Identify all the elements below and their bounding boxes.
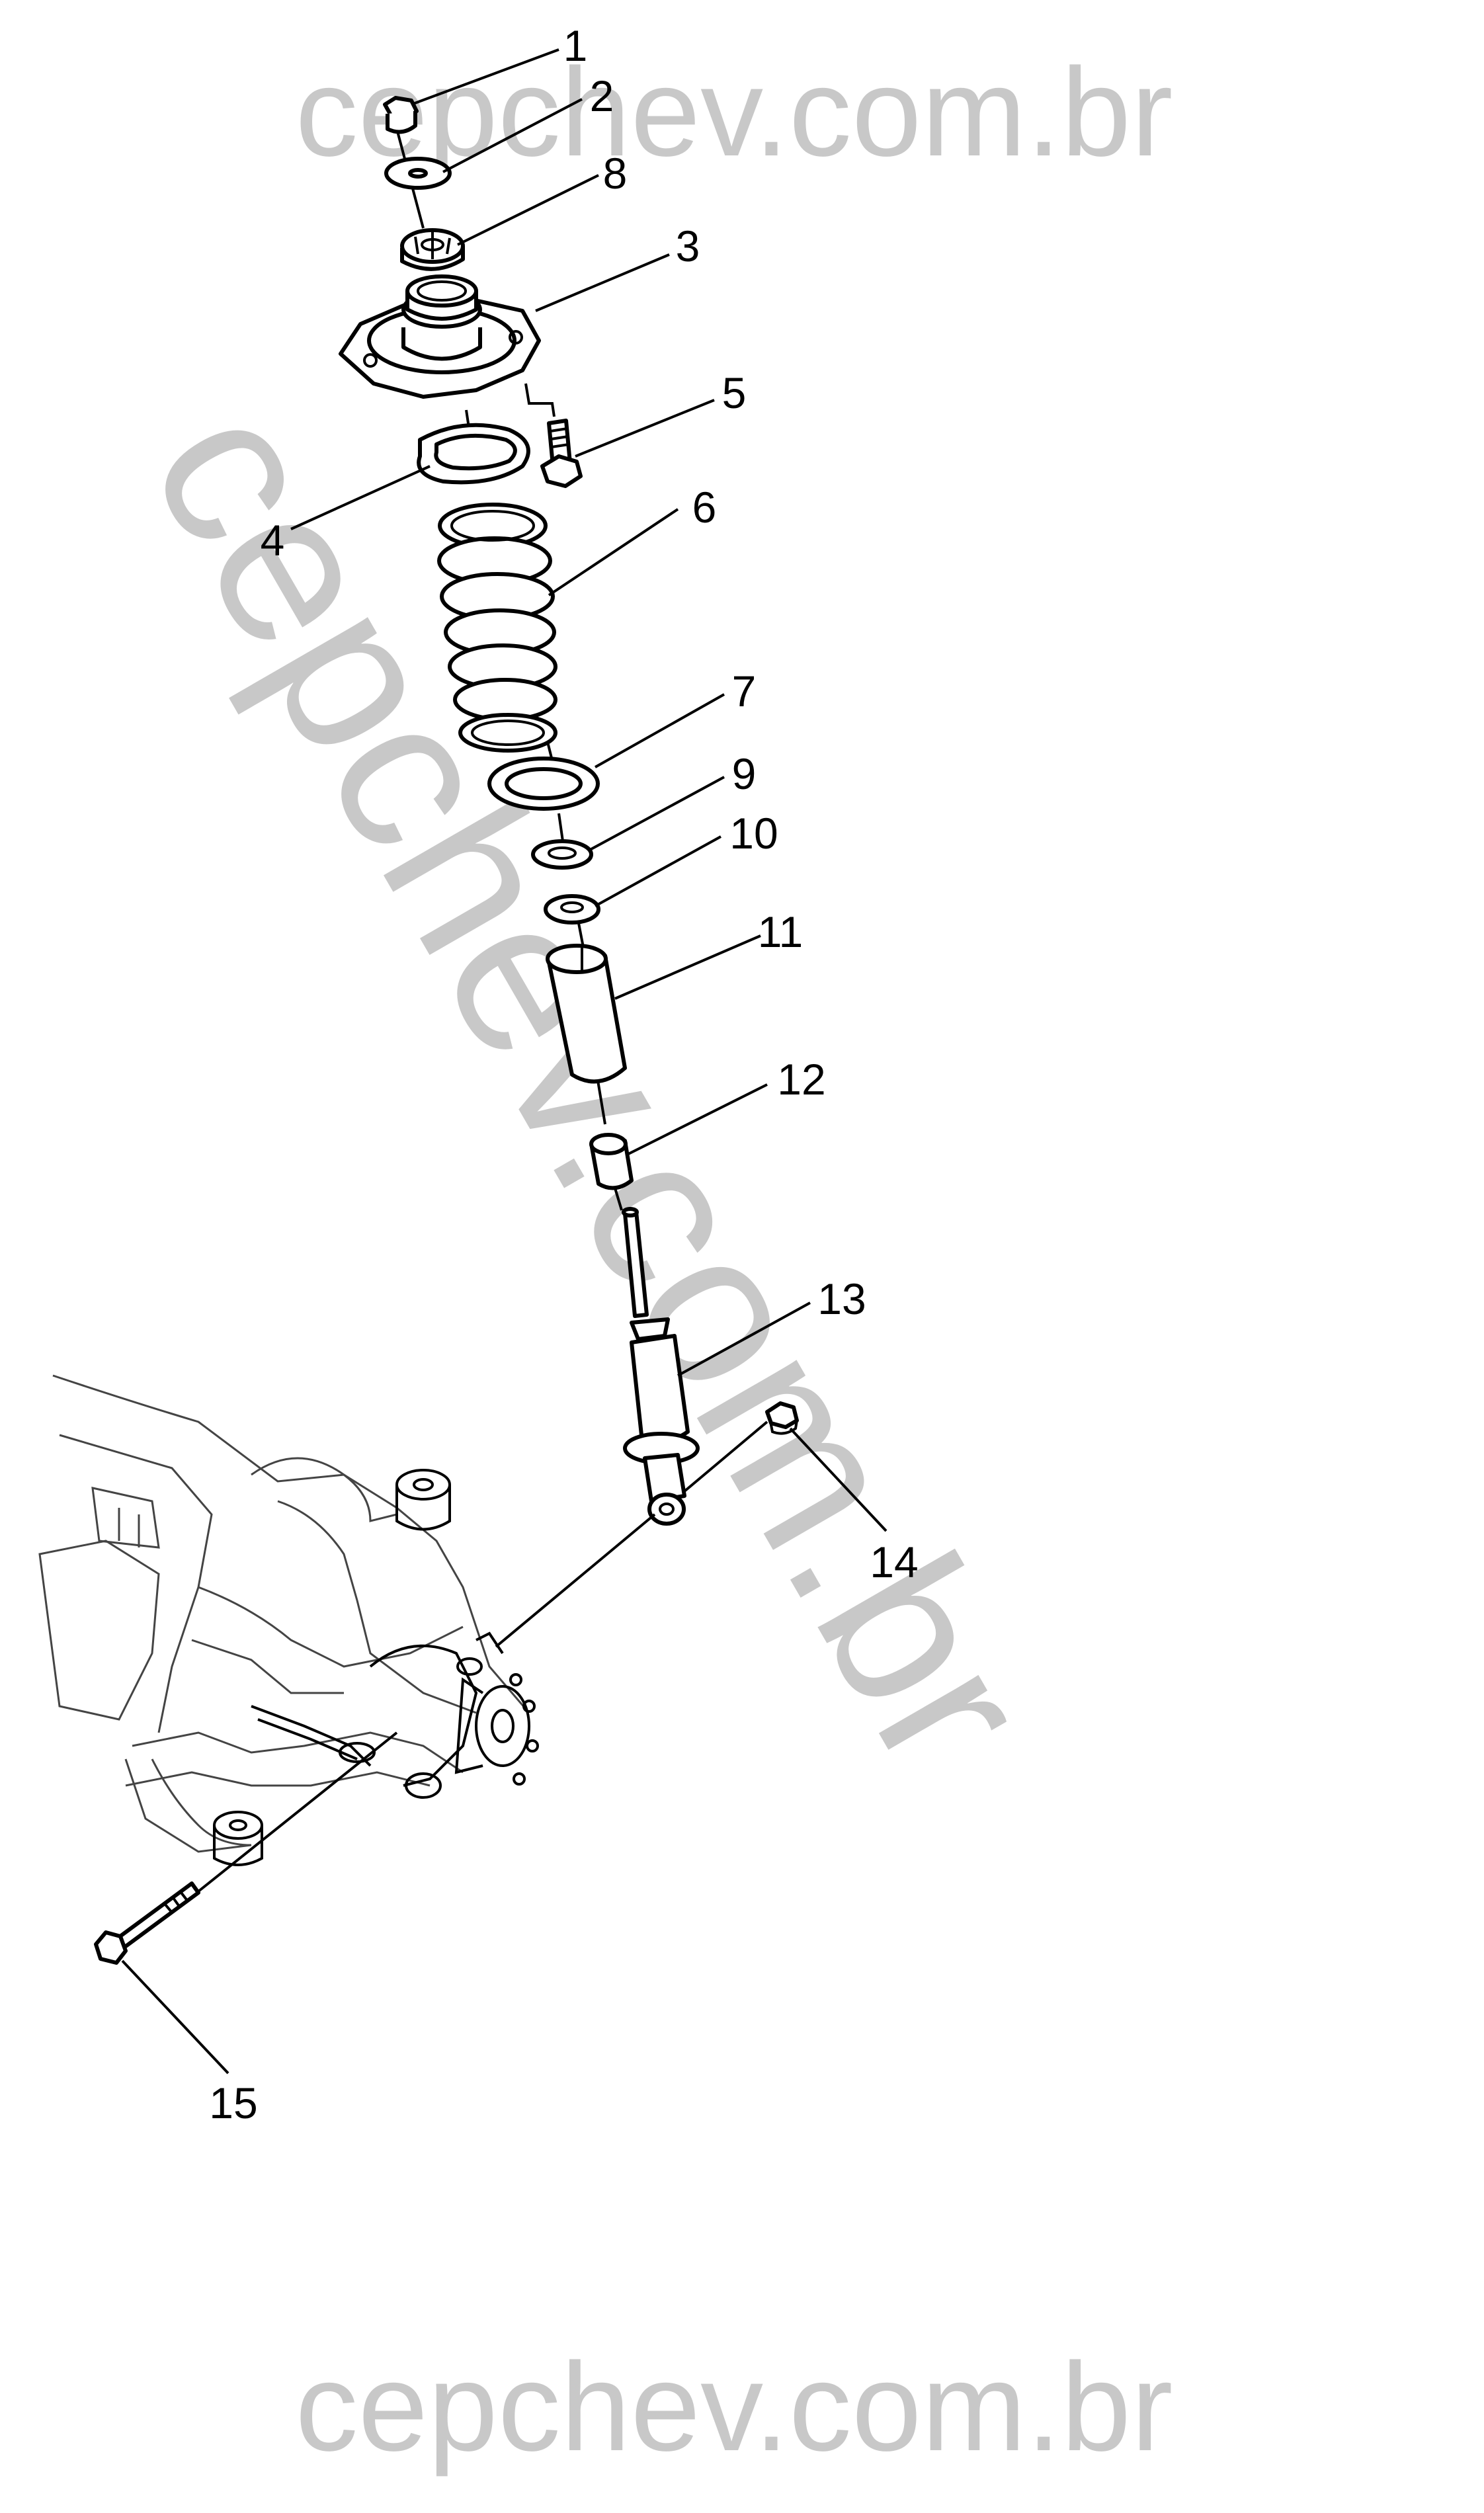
part-7-lower-spring-insulator <box>487 757 600 811</box>
watermark-top: cepchev.com.br <box>295 42 1173 183</box>
callout-3: 3 <box>676 222 700 270</box>
callout-7: 7 <box>732 667 757 716</box>
callout-5: 5 <box>722 368 747 417</box>
callout-2: 2 <box>590 71 614 120</box>
callout-9: 9 <box>732 749 757 798</box>
callout-10: 10 <box>729 809 778 858</box>
part-12-bump-stop <box>589 1133 634 1190</box>
part-15-lower-bolt <box>94 1881 200 1965</box>
part-10-lower-bushing <box>544 894 600 925</box>
callout-14: 14 <box>870 1538 918 1586</box>
watermark-bottom: cepchev.com.br <box>295 2337 1173 2477</box>
part-4-upper-spring-insulator <box>417 423 530 485</box>
part-6-coil-spring <box>437 503 557 753</box>
part-13-shock-absorber <box>622 1207 700 1526</box>
callout-15: 15 <box>209 2079 257 2127</box>
part-5-mount-bolt <box>524 383 583 488</box>
nut-path-line <box>683 1421 768 1493</box>
callout-8: 8 <box>603 149 628 198</box>
rear-subframe-assembly <box>38 1374 539 1866</box>
part-11-dust-boot <box>546 944 627 1084</box>
bolt-path-line <box>197 1513 656 1893</box>
callout-1: 1 <box>563 21 588 70</box>
part-2-washer <box>384 157 452 190</box>
callout-4: 4 <box>261 516 285 565</box>
callout-12: 12 <box>777 1055 825 1104</box>
part-9-washer <box>531 839 593 870</box>
part-1-upper-nut <box>383 96 419 134</box>
callout-13: 13 <box>817 1274 866 1323</box>
part-8-upper-bushing <box>400 228 465 271</box>
callout-leaders <box>121 48 887 2075</box>
watermark-diagonal: cepchev.com.br <box>104 364 1079 1807</box>
part-3-upper-mount <box>339 274 541 399</box>
callout-6: 6 <box>692 483 717 532</box>
part-14-lower-nut <box>765 1401 799 1435</box>
callout-11: 11 <box>758 907 804 956</box>
